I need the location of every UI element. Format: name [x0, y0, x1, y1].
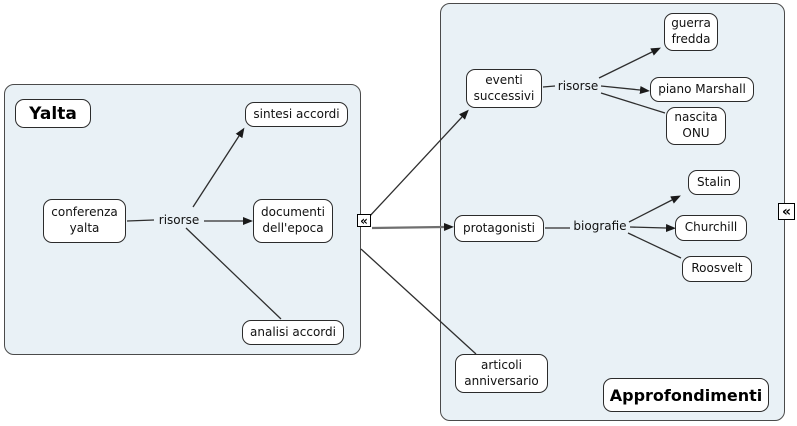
- node-roosvelt[interactable]: Roosvelt: [682, 256, 752, 282]
- node-piano-marshall[interactable]: piano Marshall: [650, 77, 754, 102]
- link-line-e8: [542, 85, 556, 88]
- link-line-e13: [628, 195, 681, 223]
- collapse-chevron-icon-left[interactable]: «: [357, 214, 371, 227]
- node-analisi-accordi[interactable]: analisi accordi: [242, 320, 344, 345]
- link-line-e11: [600, 92, 666, 114]
- link-line-e5: [367, 109, 469, 219]
- node-articoli-anniversario[interactable]: articoli anniversario: [455, 354, 548, 393]
- link-line-e10: [600, 85, 650, 94]
- link-line-e3: [192, 127, 245, 208]
- node-eventi-successivi[interactable]: eventi successivi: [466, 69, 542, 108]
- link-line-e14: [629, 224, 676, 232]
- node-sintesi-accordi[interactable]: sintesi accordi: [245, 102, 348, 127]
- map-title-approfondimenti[interactable]: Approfondimenti: [603, 378, 769, 412]
- linking-phrase-risorse-approfondimenti[interactable]: risorse: [557, 79, 599, 93]
- node-protagonisti[interactable]: protagonisti: [454, 215, 544, 242]
- link-line-e1: [126, 219, 155, 222]
- link-line-e4: [185, 227, 282, 320]
- node-guerra-fredda[interactable]: guerra fredda: [664, 13, 718, 51]
- node-conferenza-yalta[interactable]: conferenza yalta: [43, 199, 126, 243]
- map-title-yalta[interactable]: Yalta: [15, 99, 91, 128]
- linking-phrase-risorse-yalta[interactable]: risorse: [158, 213, 200, 227]
- collapse-chevron-icon-right[interactable]: «: [778, 203, 795, 220]
- node-churchill[interactable]: Churchill: [675, 215, 747, 241]
- node-documenti-epoca[interactable]: documenti dell'epoca: [253, 199, 333, 243]
- node-stalin[interactable]: Stalin: [688, 170, 740, 195]
- linking-phrase-biografie[interactable]: biografie: [573, 219, 627, 233]
- link-line-e9: [598, 47, 661, 79]
- link-line-e7: [360, 248, 477, 355]
- link-line-e6: [371, 223, 454, 231]
- node-nascita-onu[interactable]: nascita ONU: [666, 107, 726, 145]
- link-line-e15: [627, 232, 682, 259]
